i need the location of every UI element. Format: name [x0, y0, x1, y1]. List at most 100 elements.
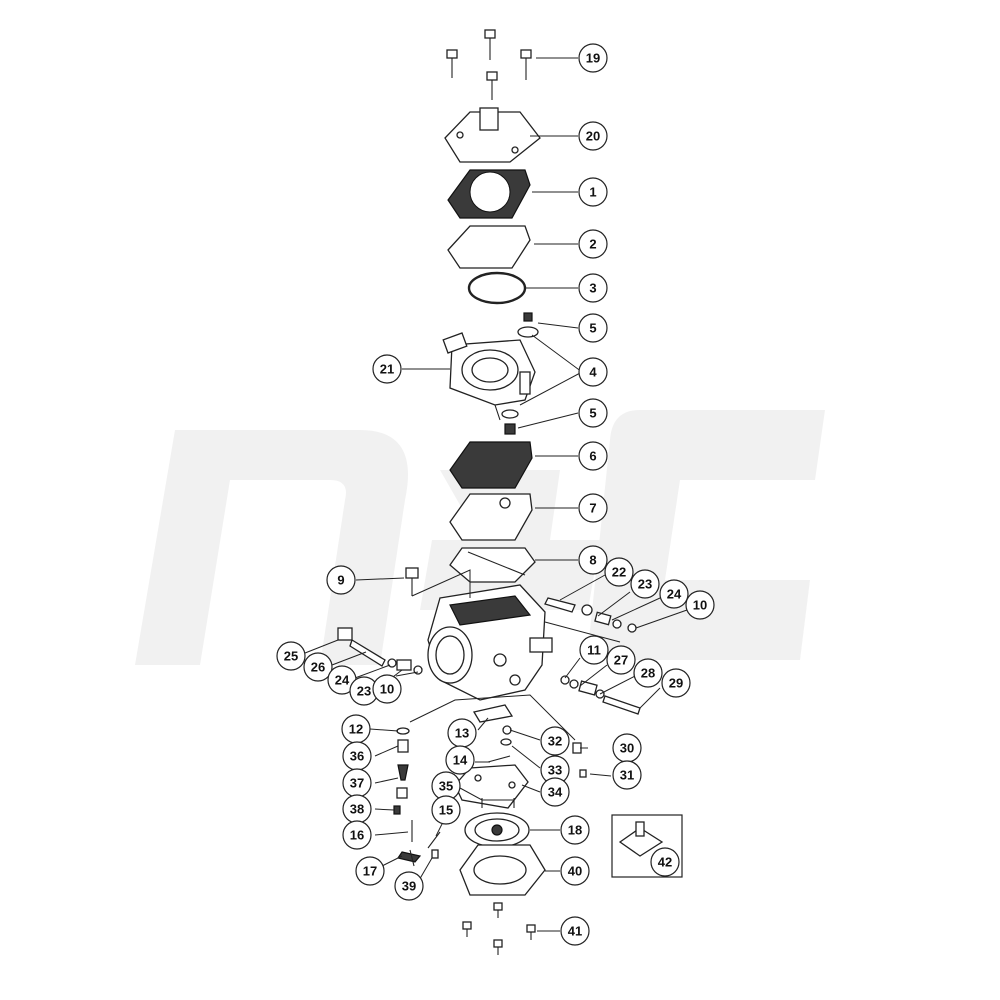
callout-circle: [650, 847, 680, 877]
callout-number: 16: [350, 828, 364, 843]
callout-number: 8: [589, 553, 596, 568]
callout-c8: 8: [578, 545, 608, 575]
callout-number: 13: [455, 726, 469, 741]
callout-c18: 18: [560, 815, 590, 845]
plate-13: [472, 704, 514, 723]
callout-c2: 2: [578, 229, 608, 259]
callout-c34: 34: [540, 777, 570, 807]
o-ring-3: [467, 271, 527, 305]
callout-circle: [431, 795, 461, 825]
callout-c21: 21: [372, 354, 402, 384]
small-parts-left-column: [393, 727, 413, 842]
check-valve-5-upper: [517, 312, 539, 338]
callout-c23a: 23: [630, 569, 660, 599]
gasket-1: [447, 169, 531, 219]
callout-c10b: 10: [372, 674, 402, 704]
callout-circle: [578, 357, 608, 387]
callout-circle: [578, 313, 608, 343]
callout-c39: 39: [394, 871, 424, 901]
callout-circle: [540, 726, 570, 756]
small-parts-15-17-39: [397, 831, 441, 867]
screw-9: [405, 567, 419, 596]
callout-circle: [578, 273, 608, 303]
callout-number: 7: [589, 501, 596, 516]
callout-number: 11: [587, 643, 601, 658]
callout-circle: [342, 820, 372, 850]
callout-c11: 11: [579, 635, 609, 665]
callout-number: 24: [667, 587, 682, 602]
callout-number: 22: [612, 565, 626, 580]
callout-circle: [606, 645, 636, 675]
needle-assembly-right-upper: [544, 597, 637, 633]
callout-circle: [560, 916, 590, 946]
callout-number: 5: [589, 406, 596, 421]
check-valve-5-lower: [501, 409, 519, 435]
callout-number: 4: [589, 365, 597, 380]
callout-circle: [685, 590, 715, 620]
callout-number: 19: [586, 51, 600, 66]
callout-c28: 28: [633, 658, 663, 688]
callout-number: 29: [669, 676, 683, 691]
callout-number: 42: [658, 855, 672, 870]
callout-number: 10: [380, 682, 394, 697]
callout-circle: [355, 856, 385, 886]
callout-c1: 1: [578, 177, 608, 207]
callout-circle: [560, 815, 590, 845]
gasket-6: [449, 441, 533, 489]
callout-number: 3: [589, 281, 596, 296]
callout-c32: 32: [540, 726, 570, 756]
callout-c12: 12: [341, 714, 371, 744]
callout-number: 14: [453, 753, 468, 768]
pump-cover-20: [444, 107, 541, 163]
callout-c33: 33: [540, 755, 570, 785]
callout-c10a: 10: [685, 590, 715, 620]
callout-number: 34: [548, 785, 563, 800]
callout-number: 6: [589, 449, 596, 464]
callout-number: 17: [363, 864, 377, 879]
pump-body-21: [442, 332, 536, 421]
callout-number: 27: [614, 653, 628, 668]
callout-c3: 3: [578, 273, 608, 303]
callout-c17: 17: [355, 856, 385, 886]
callout-circle: [578, 441, 608, 471]
callout-c7: 7: [578, 493, 608, 523]
callout-c9: 9: [326, 565, 356, 595]
callout-number: 40: [568, 864, 582, 879]
callout-c42: 42: [650, 847, 680, 877]
callout-c20: 20: [578, 121, 608, 151]
callout-number: 26: [311, 660, 325, 675]
callout-circle: [445, 745, 475, 775]
callout-circle: [659, 579, 689, 609]
callout-circle: [578, 229, 608, 259]
callout-c5a: 5: [578, 313, 608, 343]
callout-c26: 26: [303, 652, 333, 682]
callout-c22: 22: [604, 557, 634, 587]
callout-number: 23: [638, 577, 652, 592]
diaphragm-18: [464, 812, 530, 848]
callout-number: 39: [402, 879, 416, 894]
callout-circle: [630, 569, 660, 599]
callout-c25: 25: [276, 641, 306, 671]
callout-circle: [372, 354, 402, 384]
callout-circle: [326, 565, 356, 595]
callout-c38: 38: [342, 794, 372, 824]
callout-c35: 35: [431, 771, 461, 801]
callout-number: 25: [284, 649, 298, 664]
callout-c36: 36: [342, 741, 372, 771]
callout-circle: [540, 777, 570, 807]
callout-circle: [578, 398, 608, 428]
callout-c40: 40: [560, 856, 590, 886]
callout-number: 41: [568, 924, 582, 939]
callout-circle: [276, 641, 306, 671]
needle-assembly-right-lower: [560, 675, 641, 715]
callout-c41: 41: [560, 916, 590, 946]
callout-c15: 15: [431, 795, 461, 825]
callout-number: 28: [641, 666, 655, 681]
inset-box-42: [611, 814, 683, 878]
callout-number: 10: [693, 598, 707, 613]
callout-number: 18: [568, 823, 582, 838]
diaphragm-2: [447, 225, 531, 269]
